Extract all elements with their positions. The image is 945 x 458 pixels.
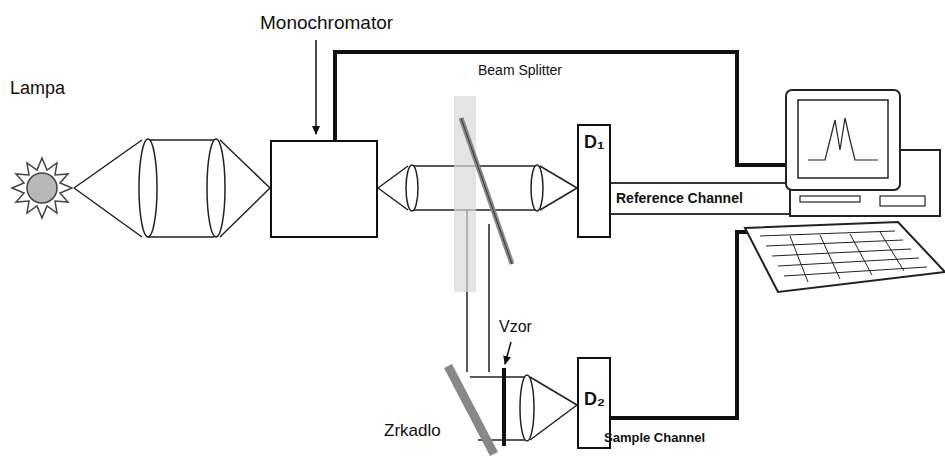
- sample-plate: [502, 368, 506, 446]
- mirror: [448, 366, 494, 454]
- part-label: Beam Splitter: [478, 62, 562, 78]
- beam-splitter-edge: [461, 118, 512, 264]
- signal-wire: [335, 52, 800, 418]
- part-label: Lampa: [10, 78, 65, 99]
- detector-box: D₁: [577, 124, 611, 238]
- channel-label: Sample Channel: [604, 431, 705, 446]
- computer-icon: [745, 90, 945, 292]
- detector-label: D₂: [584, 389, 605, 410]
- channel-label: Reference Channel: [616, 190, 743, 206]
- lamp-symbol: [12, 158, 72, 218]
- beam-splitter: [461, 118, 512, 264]
- leader-arrow: [315, 40, 317, 134]
- detector-label: D₁: [584, 132, 604, 153]
- light-path: [74, 140, 577, 440]
- part-label: Zrkadlo: [384, 421, 441, 441]
- leader-arrow: [505, 342, 511, 364]
- monochromator-box: Monochromator: [270, 140, 378, 238]
- part-label: Vzor: [499, 318, 532, 336]
- part-label: Monochromator: [260, 12, 393, 34]
- signal-cable: [610, 183, 800, 214]
